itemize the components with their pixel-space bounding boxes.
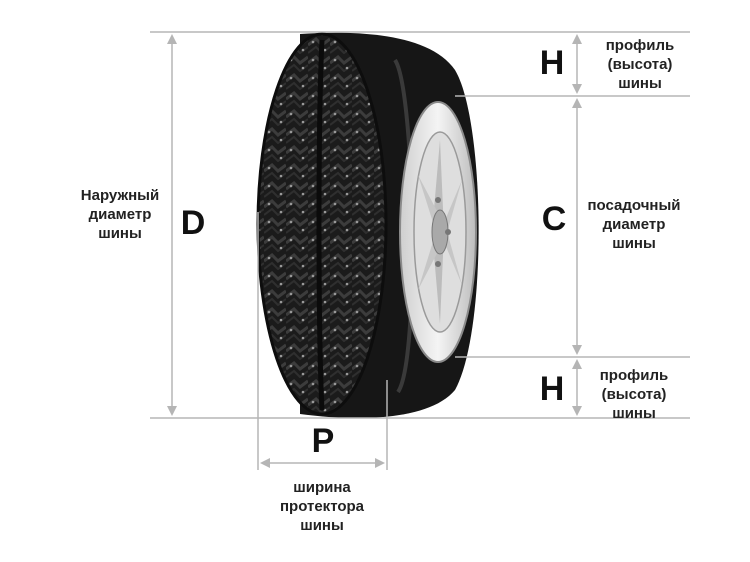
- profile-bottom-letter: H: [539, 370, 565, 408]
- tread-width-letter: P: [311, 422, 335, 460]
- outer-diameter-label: Наружный диаметр шины: [80, 187, 160, 242]
- tread-width-label: ширина протектора шины: [279, 479, 365, 534]
- profile-top-letter: H: [539, 44, 565, 82]
- rim-diameter-label: посадочный диаметр шины: [587, 197, 681, 252]
- tire-tread: [258, 34, 386, 414]
- profile-top-label: профиль (высота) шины: [605, 37, 675, 92]
- profile-bottom-label: профиль (высота) шины: [599, 367, 669, 422]
- outer-diameter-letter: D: [180, 204, 206, 242]
- tire-image: [256, 32, 479, 419]
- rim-diameter-letter: C: [541, 200, 567, 238]
